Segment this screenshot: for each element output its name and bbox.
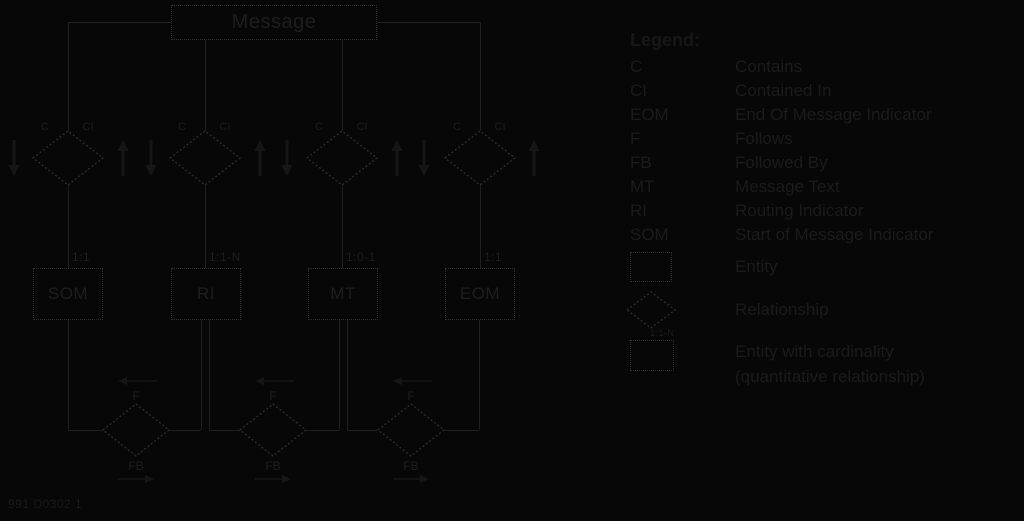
legend-abbr-row: EOM End Of Message Indicator [630,103,933,127]
down-arrow-icon [8,140,20,176]
legend-cardinality-example: 1:1-N [650,328,675,338]
legend-cardinality-label-line2: (quantitative relationship) [735,367,925,386]
followed-by-label: FB [265,459,281,473]
contains-label: C [315,121,323,133]
down-arrow-icon [145,140,157,176]
left-arrow-icon [255,377,294,385]
legend-meaning: Contained In [735,81,832,100]
legend-relationship-icon [625,291,677,329]
legend-meaning: Message Text [735,177,840,196]
down-arrow-icon [418,140,430,176]
follows-relationship-diamond [238,403,308,457]
contained-in-label: CI [356,121,368,133]
entity-ri-label: RI [197,284,215,303]
connector-lines [68,22,481,431]
contains-label: C [178,121,186,133]
cardinality-label: 1:1-N [209,250,241,264]
entity-message-label: Message [231,11,317,33]
entity-mt-label: MT [330,284,356,303]
figure-number: 991 D0302 1 [8,497,83,511]
legend-abbr-row: C Contains [630,55,933,79]
right-arrow-icon [255,475,291,483]
right-arrow-icon [393,475,429,483]
follows-relationship-diamond [101,403,171,457]
legend-abbr-row: MT Message Text [630,175,933,199]
legend-meaning: Followed By [735,153,828,172]
followed-by-label: FB [128,459,144,473]
right-arrow-icon [118,475,154,483]
legend-abbr-row: CI Contained In [630,79,933,103]
legend-abbr: FB [630,153,652,172]
entity-eom: EOM [445,268,515,320]
legend-title: Legend: [630,30,700,50]
up-arrow-icon [254,140,266,176]
legend-abbreviation-list: C Contains CI Contained In EOM End Of Me… [630,55,933,247]
arrow-icons [8,140,540,483]
legend-abbr-row: FB Followed By [630,151,933,175]
legend-abbr: C [630,57,643,76]
cardinality-label: 1:1 [484,250,503,264]
legend-abbr: EOM [630,105,669,124]
entity-som-label: SOM [47,284,89,303]
contains-label: C [41,121,49,133]
follows-label: F [269,389,277,403]
entity-ri: RI [171,268,241,320]
entity-mt: MT [308,268,378,320]
legend-abbr-row: SOM Start of Message Indicator [630,223,933,247]
contains-relationship-diamond [168,130,242,186]
down-arrow-icon [281,140,293,176]
contains-relationship-diamond [443,130,517,186]
legend-abbr: RI [630,201,647,220]
contains-label: C [453,121,461,133]
legend-meaning: End Of Message Indicator [735,105,932,124]
follows-label: F [132,389,140,403]
legend-relationship-label: Relationship [735,300,829,319]
legend-abbr: F [630,129,641,148]
contains-relationship-diamond [305,130,379,186]
left-arrow-icon [393,377,432,385]
legend-abbr: SOM [630,225,669,244]
follows-relationship-diamond [376,403,446,457]
contained-in-label: CI [494,121,506,133]
cardinality-label: 1:0-1 [346,250,376,264]
up-arrow-icon [528,140,540,176]
legend-cardinality-label-line1: Entity with cardinality [735,342,894,361]
contains-relationship-diamond [31,130,105,186]
left-arrow-icon [118,377,157,385]
up-arrow-icon [391,140,403,176]
up-arrow-icon [117,140,129,176]
legend-meaning: Routing Indicator [735,201,864,220]
legend-entity-icon [630,252,672,282]
legend-abbr-row: RI Routing Indicator [630,199,933,223]
entity-som: SOM [33,268,103,320]
contained-in-label: CI [219,121,231,133]
legend-abbr: MT [630,177,655,196]
cardinality-label: 1:1 [72,250,91,264]
legend-entity-label: Entity [735,257,778,276]
follows-label: F [407,389,415,403]
contained-in-label: CI [82,121,94,133]
entity-eom-label: EOM [459,284,501,303]
legend-meaning: Contains [735,57,803,76]
legend-cardinality-entity-icon [630,340,674,371]
legend-meaning: Start of Message Indicator [735,225,934,244]
legend-abbr-row: F Follows [630,127,933,151]
followed-by-label: FB [403,459,419,473]
legend-abbr: CI [630,81,647,100]
legend-meaning: Follows [735,129,793,148]
entity-message: Message [171,5,377,40]
